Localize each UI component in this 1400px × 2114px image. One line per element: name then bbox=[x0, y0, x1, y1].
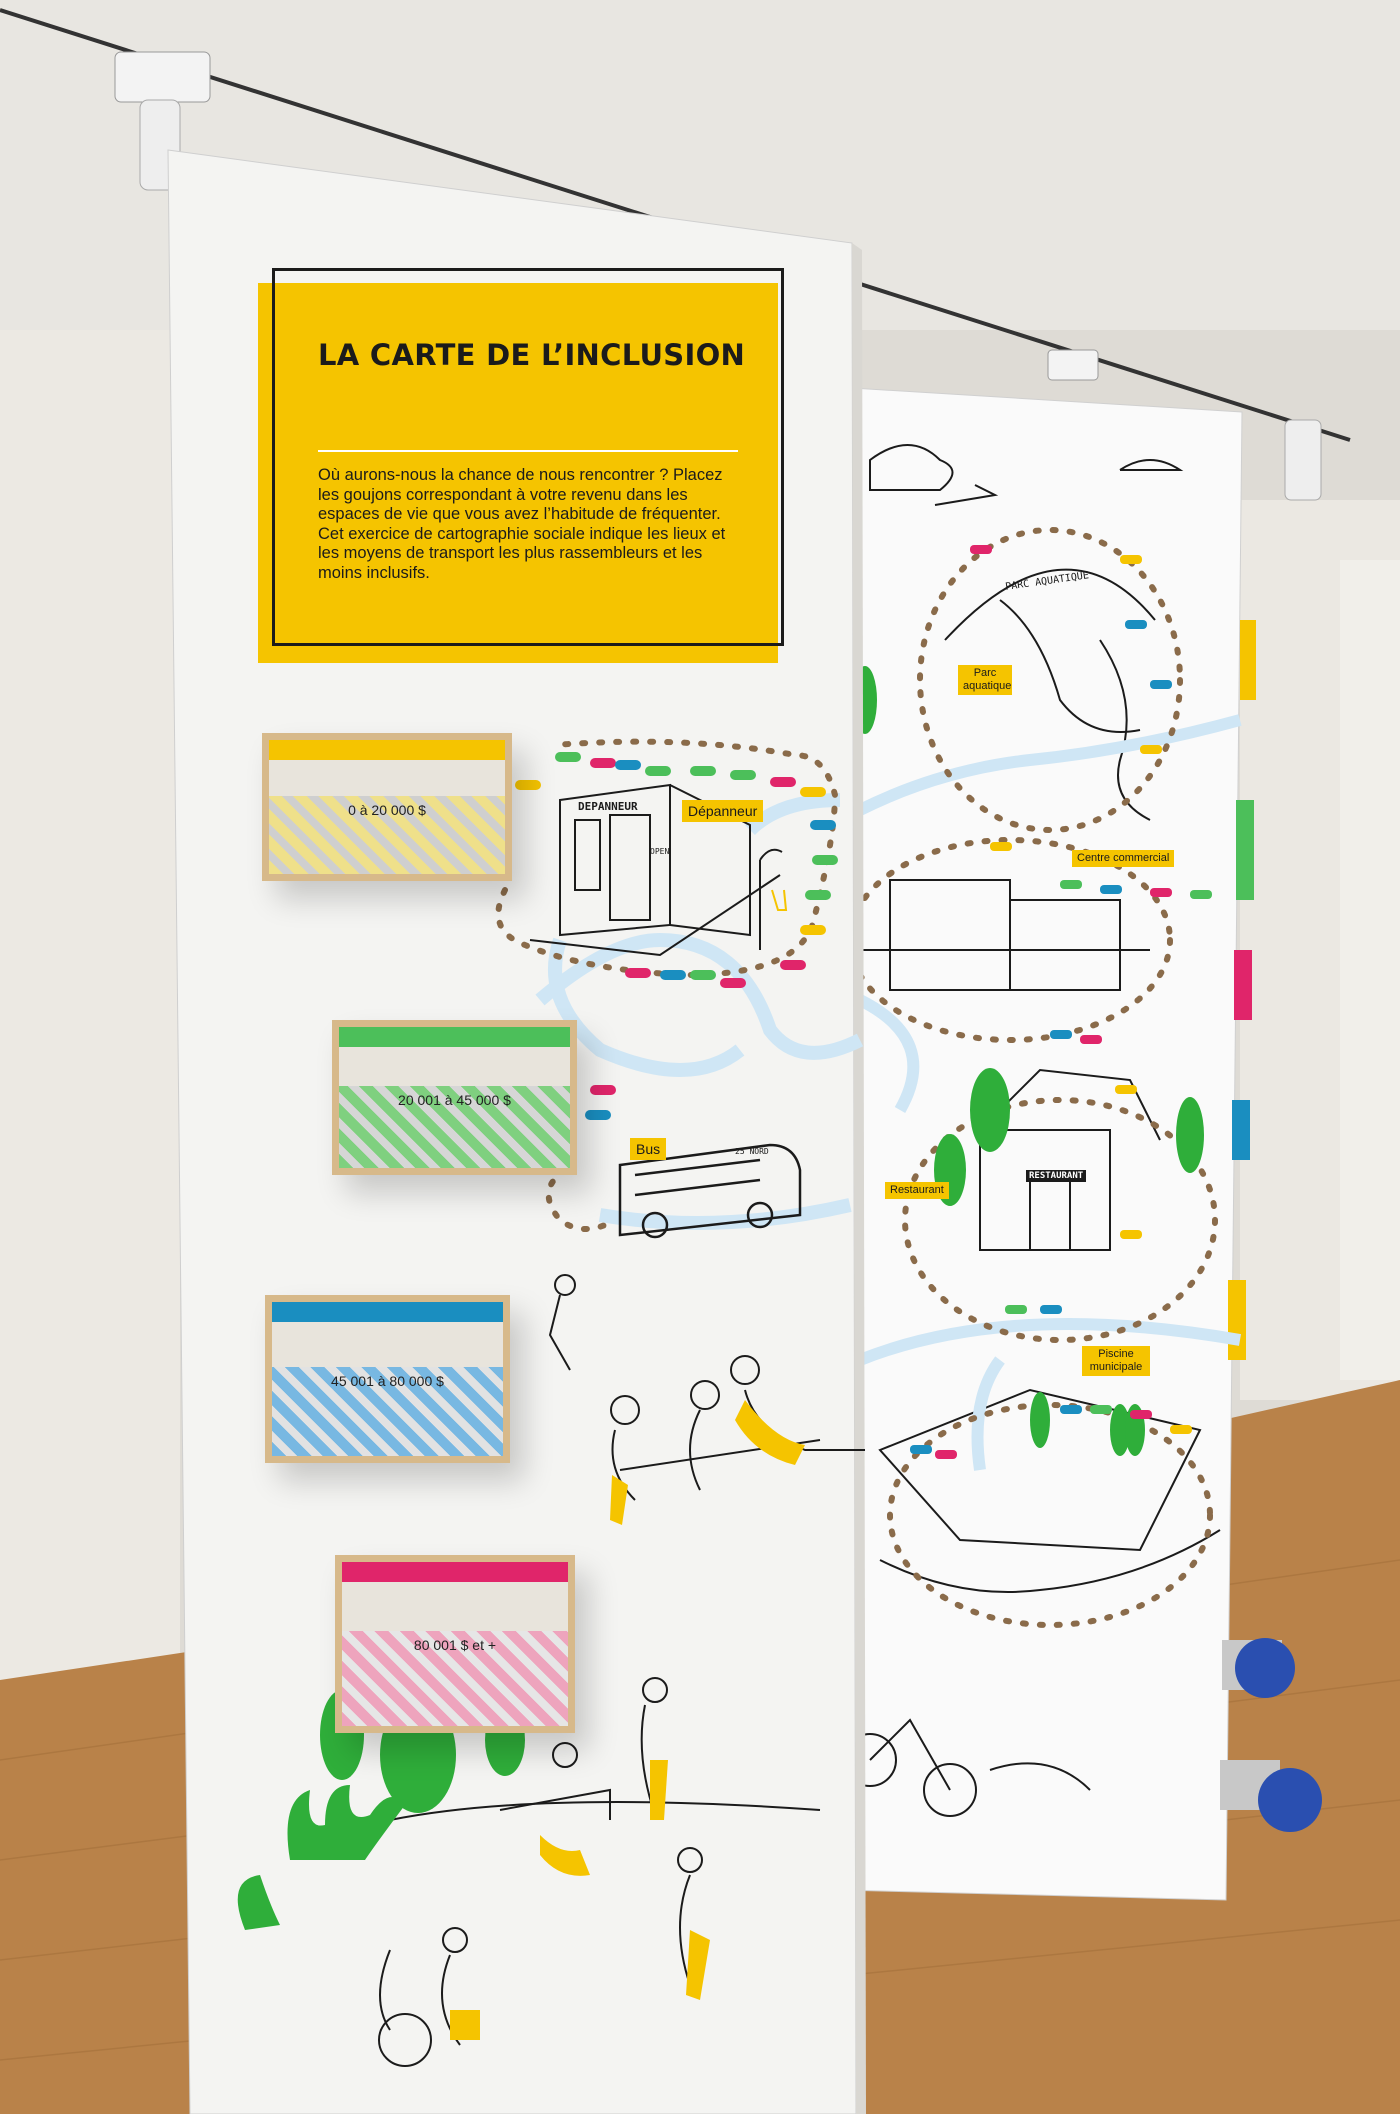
income-box-4[interactable]: 80 001 $ et + bbox=[335, 1555, 575, 1733]
income-box-3[interactable]: 45 001 à 80 000 $ bbox=[265, 1295, 510, 1463]
door-frame bbox=[1340, 560, 1400, 1380]
spotlight-icon bbox=[114, 51, 1322, 501]
open-sign: OPEN bbox=[650, 847, 670, 856]
panel-title: LA CARTE DE L’INCLUSION bbox=[318, 338, 746, 372]
bus-route-sign: 25 NORD bbox=[735, 1147, 769, 1156]
income-box-band bbox=[269, 740, 505, 760]
tag-piscine-municipale: Piscine municipale bbox=[1082, 1346, 1150, 1376]
front-panel-edge bbox=[852, 243, 866, 2114]
tag-bus: Bus bbox=[630, 1138, 667, 1160]
title-divider bbox=[318, 450, 738, 452]
income-box-band bbox=[272, 1302, 503, 1322]
bus-peg-holes bbox=[545, 1167, 608, 1232]
income-box-pegs bbox=[339, 1086, 570, 1168]
depanneur-sign: DEPANNEUR bbox=[578, 800, 638, 813]
tag-parc-aquatique: Parc aquatique bbox=[958, 665, 1012, 695]
income-box-label: 0 à 20 000 $ bbox=[348, 801, 426, 818]
income-box-label: 80 001 $ et + bbox=[413, 1637, 497, 1654]
title-card bbox=[258, 283, 778, 663]
title-frame bbox=[272, 268, 784, 646]
income-box-pegs bbox=[342, 1630, 568, 1726]
back-panel-path bbox=[857, 714, 1242, 1471]
income-box-1[interactable]: 0 à 20 000 $ bbox=[262, 733, 512, 881]
panel-intro-text: Où aurons-nous la chance de nous rencont… bbox=[318, 466, 726, 582]
depanneur-illustration bbox=[529, 783, 783, 957]
income-box-pegs bbox=[272, 1366, 503, 1456]
tag-depanneur: Dépanneur bbox=[682, 800, 764, 822]
income-box-2[interactable]: 20 001 à 45 000 $ bbox=[332, 1020, 577, 1175]
tag-restaurant: Restaurant bbox=[885, 1182, 949, 1199]
depanneur-accent bbox=[771, 889, 788, 911]
depanneur-peg-holes bbox=[495, 738, 839, 979]
people-accent bbox=[450, 1400, 805, 2040]
pegs-back bbox=[910, 545, 1212, 1459]
restaurant-sign: RESTAURANT bbox=[1026, 1170, 1087, 1182]
caster-wheel-icon bbox=[1220, 1638, 1322, 1832]
income-box-pegs bbox=[269, 796, 505, 874]
side-pegs bbox=[1228, 620, 1256, 1360]
income-box-band bbox=[342, 1562, 568, 1582]
tag-centre-commercial: Centre commercial bbox=[1072, 850, 1175, 867]
bus-icon bbox=[618, 1143, 802, 1239]
income-box-band bbox=[339, 1027, 570, 1047]
income-box-label: 20 001 à 45 000 $ bbox=[398, 1091, 511, 1108]
left-wall bbox=[0, 330, 180, 1680]
income-box-label: 45 001 à 80 000 $ bbox=[331, 1372, 444, 1389]
pegs-front bbox=[515, 752, 838, 1120]
